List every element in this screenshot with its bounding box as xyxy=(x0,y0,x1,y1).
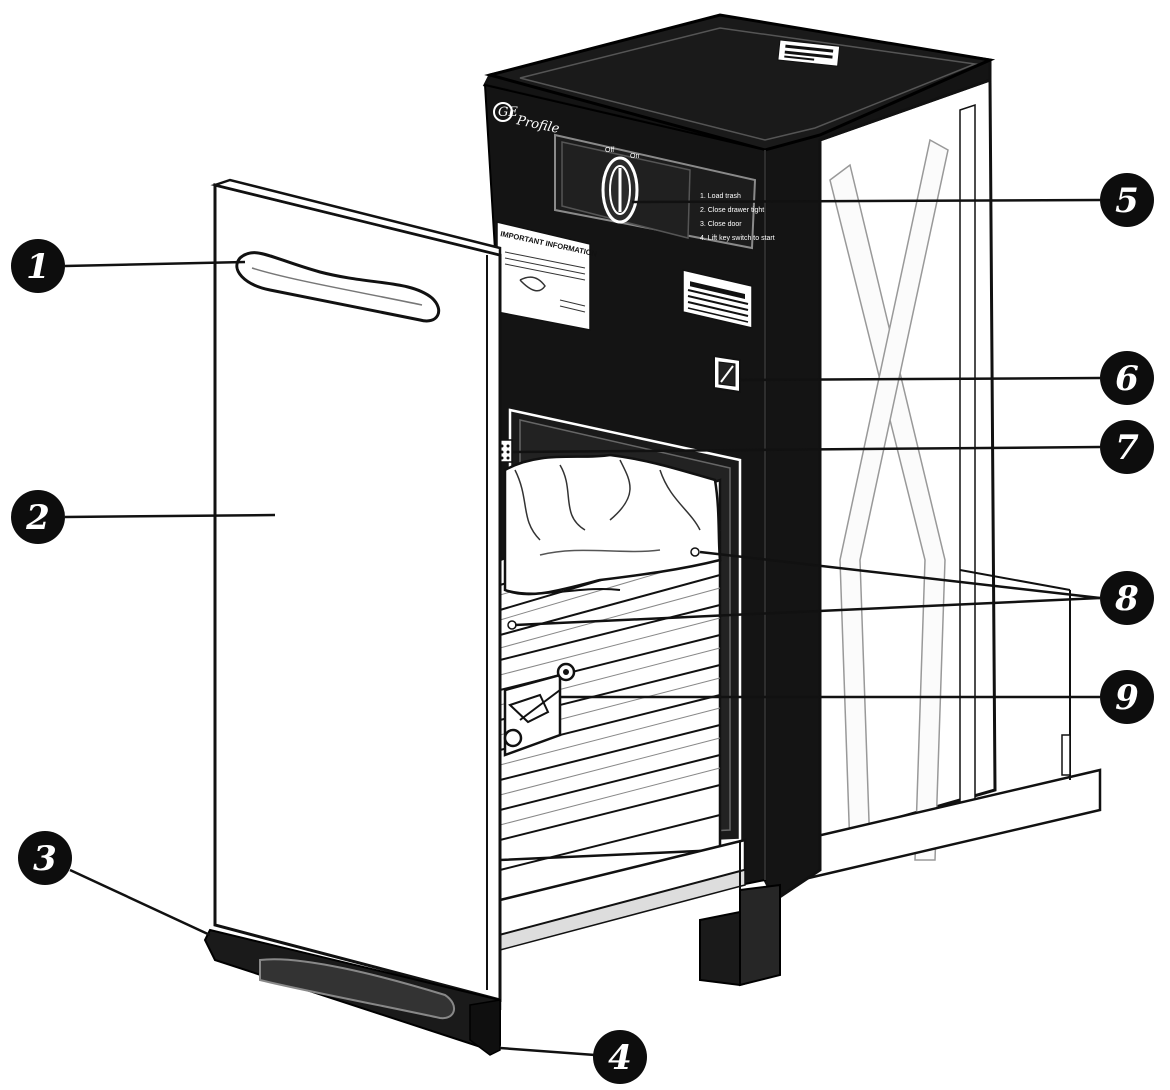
cabinet-side-panel xyxy=(798,77,1102,882)
leader-3 xyxy=(69,868,211,937)
callout-3: 3 xyxy=(18,831,72,885)
ge-logo-text: GE xyxy=(498,105,518,120)
knob-label-on: On xyxy=(630,153,639,160)
control-knob[interactable] xyxy=(601,156,639,224)
callout-7-number: 7 xyxy=(1115,428,1139,468)
leader-1 xyxy=(64,260,246,268)
callout-2-number: 2 xyxy=(25,498,50,538)
knob-label-off: Off xyxy=(605,147,614,154)
callout-5-number: 5 xyxy=(1115,181,1139,221)
door[interactable] xyxy=(210,178,502,1002)
drawer-base xyxy=(699,883,781,987)
callout-7: 7 xyxy=(1100,420,1154,474)
key-switch[interactable] xyxy=(713,354,741,394)
leader-8b xyxy=(514,596,1101,627)
callout-1-number: 1 xyxy=(26,247,50,287)
callout-6-number: 6 xyxy=(1115,359,1139,399)
callout-3-number: 3 xyxy=(33,839,57,879)
toe-bar[interactable] xyxy=(203,928,501,1056)
door-handle[interactable] xyxy=(235,251,441,323)
callout-leaders xyxy=(64,198,1101,1057)
callout-1: 1 xyxy=(11,239,65,293)
leader-2 xyxy=(64,513,276,519)
callout-8: 8 xyxy=(1100,571,1154,625)
callout-4: 4 xyxy=(593,1030,647,1084)
bag-retainer-button-right[interactable] xyxy=(690,547,700,557)
callout-5: 5 xyxy=(1100,173,1154,227)
instruction-line-3: 3. Close door xyxy=(700,221,742,228)
leader-4 xyxy=(499,1046,596,1057)
callout-8-number: 8 xyxy=(1114,579,1139,619)
rating-plate xyxy=(682,269,753,329)
leader-7 xyxy=(511,445,1101,454)
callout-9-number: 9 xyxy=(1115,678,1139,718)
leader-5 xyxy=(631,198,1101,204)
callout-9: 9 xyxy=(1100,670,1154,724)
callout-6: 6 xyxy=(1100,351,1154,405)
leader-6 xyxy=(739,376,1101,382)
instruction-line-2: 2. Close drawer tight xyxy=(700,207,764,214)
instruction-line-1: 1. Load trash xyxy=(700,193,741,200)
bag-retainer-button-left[interactable] xyxy=(507,620,517,630)
leader-8a xyxy=(699,550,1101,600)
bag-release-lever[interactable] xyxy=(503,662,576,757)
callout-2: 2 xyxy=(11,490,65,544)
callout-4-number: 4 xyxy=(608,1038,632,1078)
control-panel: Off On 1. Load trash 2. Close drawer tig… xyxy=(554,133,775,250)
instruction-line-4: 4. Lift key switch to start xyxy=(700,235,775,242)
trash-bag xyxy=(503,453,722,630)
ge-logo-icon xyxy=(493,102,513,122)
